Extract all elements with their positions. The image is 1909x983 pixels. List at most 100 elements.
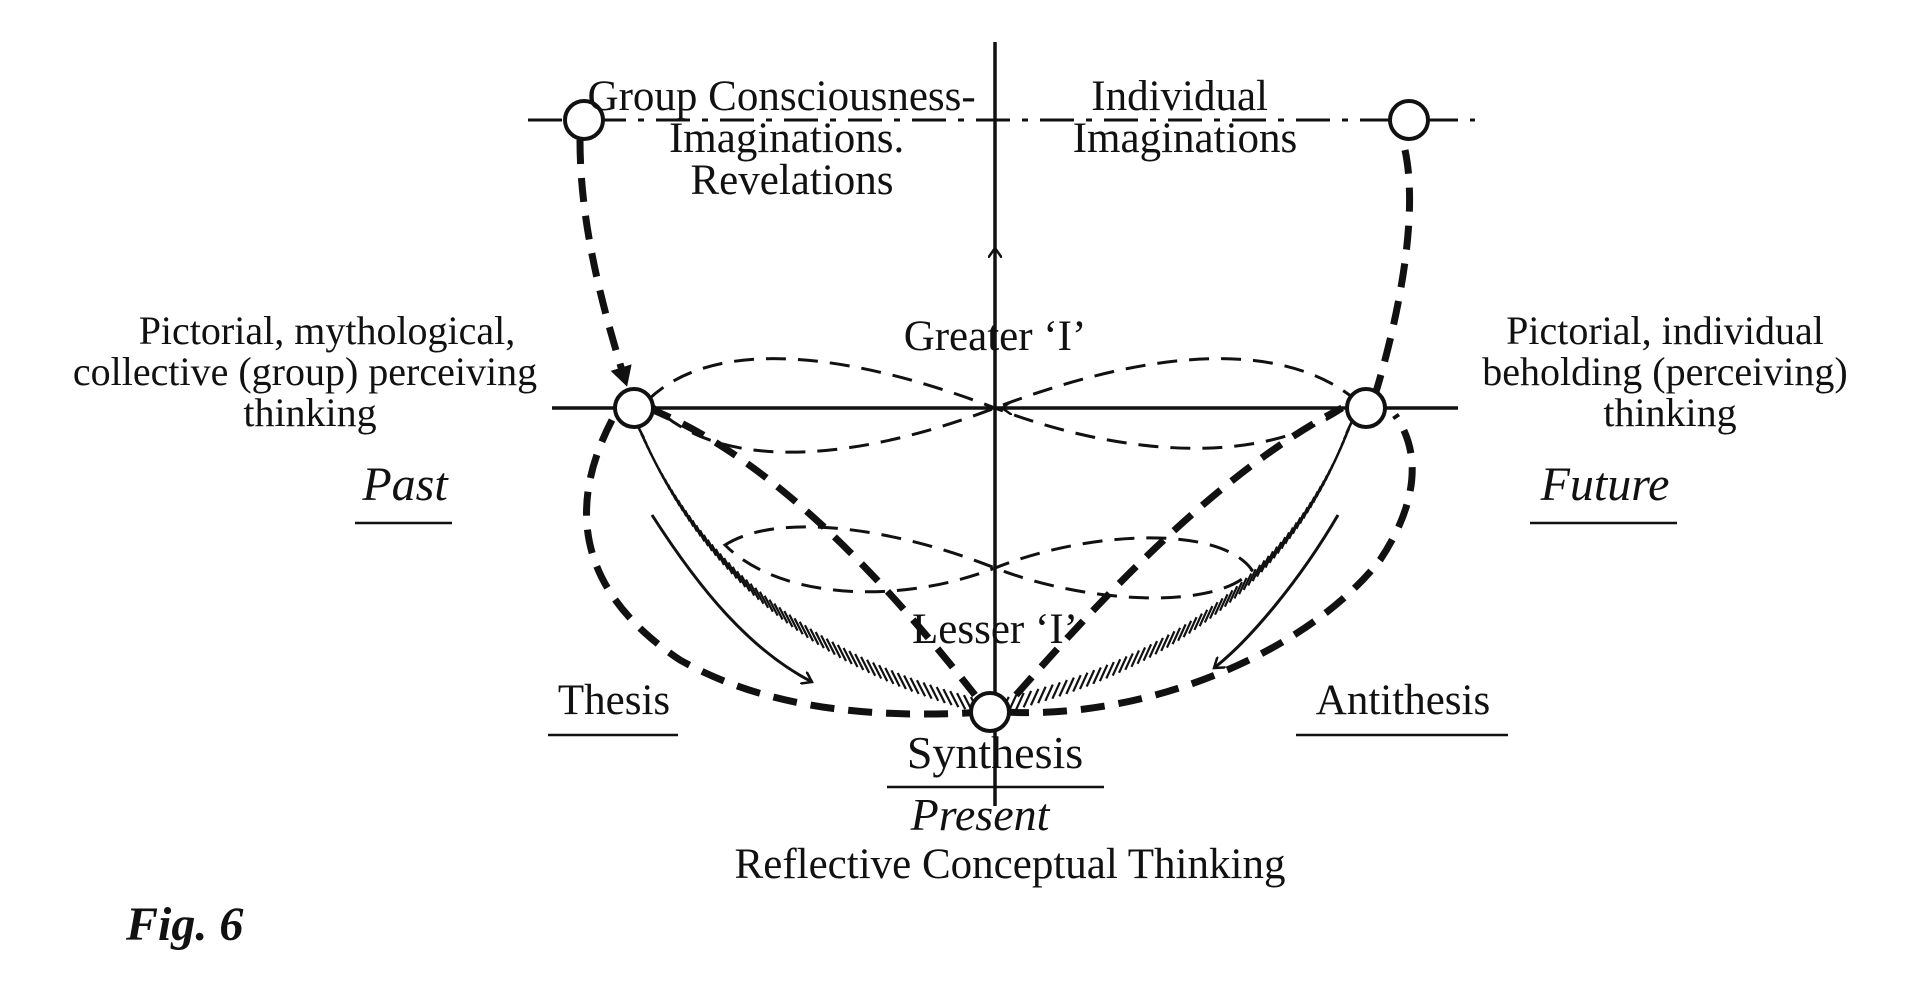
hatch-stroke	[922, 682, 933, 700]
hatch-stroke	[1214, 597, 1224, 616]
hatch-stroke	[1037, 686, 1047, 704]
hatch-stroke	[749, 583, 760, 601]
right-inner-dashed-path	[1013, 404, 1344, 698]
hatch-stroke	[1092, 667, 1102, 685]
right-hatched-band	[1000, 416, 1355, 714]
hatch-stroke	[798, 621, 809, 639]
hatch-stroke	[929, 684, 940, 702]
hatch-stroke	[1280, 531, 1291, 550]
hatch-stroke	[1219, 593, 1229, 612]
right-ascending-dashed-path	[1371, 149, 1414, 397]
top-left-label-line1: Group Consciousness-	[588, 73, 976, 120]
thesis-label: Thesis	[558, 677, 670, 724]
svg-text:Pictorial, individual beho: Pictorial, individual beholding (perceiv…	[1482, 308, 1857, 435]
hatch-stroke	[736, 570, 747, 588]
hatch-stroke	[1065, 677, 1075, 695]
hatch-stroke	[1198, 609, 1209, 627]
hatch-stroke	[935, 686, 946, 704]
hatch-stroke	[890, 669, 901, 687]
hatch-stroke	[778, 606, 789, 624]
hatch-stroke	[1160, 634, 1170, 652]
hatch-stroke	[727, 561, 738, 579]
hatch-stroke	[763, 595, 774, 613]
hatch-stroke	[1148, 640, 1159, 658]
thesis-arrow	[650, 514, 812, 682]
right-mid-label-line2: beholding (perceiving)	[1482, 349, 1847, 394]
hatch-stroke	[754, 587, 765, 605]
hatch-stroke	[903, 674, 914, 692]
hatch-stroke	[1208, 601, 1219, 620]
svg-text:Group Consciousness- Imagi: Group Consciousness- Imaginations. Revel…	[588, 73, 987, 204]
hatch-stroke	[836, 644, 848, 662]
hatch-stroke	[872, 661, 883, 680]
hatch-stroke	[1022, 690, 1033, 708]
hatch-stroke	[745, 579, 756, 597]
future-label: Future	[1540, 458, 1670, 511]
hatch-stroke	[714, 548, 725, 566]
svg-text:Individual Imaginations: Individual Imaginations	[1073, 73, 1298, 162]
hatch-stroke	[731, 566, 742, 584]
right-mid-label-line1: Pictorial, individual	[1506, 308, 1824, 353]
hatch-stroke	[740, 574, 751, 592]
hatch-stroke	[1111, 658, 1122, 677]
hatch-stroke	[896, 672, 907, 690]
hatch-stroke	[842, 647, 853, 665]
hatch-stroke	[878, 664, 889, 682]
hatch-stroke	[884, 667, 895, 685]
hatch-stroke	[1124, 653, 1134, 671]
hatch-stroke	[788, 614, 799, 632]
hatch-stroke	[909, 677, 920, 695]
top-left-label-line3: Revelations	[690, 157, 893, 204]
bottom-caption: Reflective Conceptual Thinking	[735, 841, 1286, 888]
hatch-stroke	[1264, 550, 1275, 569]
hatch-stroke	[1288, 522, 1298, 540]
hatch-stroke	[820, 634, 831, 652]
hatch-stroke	[956, 692, 967, 710]
left-descending-dashed-path	[576, 139, 632, 387]
hatch-stroke	[860, 656, 871, 674]
hatch-stroke	[1188, 616, 1198, 635]
hatch-stroke	[1171, 627, 1182, 645]
hatch-stroke	[758, 591, 770, 609]
hatch-stroke	[1105, 661, 1115, 679]
hatch-stroke	[831, 641, 842, 659]
hatch-stroke	[1044, 684, 1054, 702]
hatch-stroke	[1118, 655, 1128, 674]
hatch-stroke	[718, 552, 730, 571]
hatch-stroke	[1238, 577, 1248, 595]
hatch-stroke	[854, 653, 865, 671]
hatch-stroke	[1098, 664, 1109, 682]
hatch-stroke	[691, 519, 702, 537]
synthesis-label: Synthesis	[907, 727, 1083, 778]
hatch-stroke	[723, 557, 734, 575]
top-right-label-line1: Individual	[1091, 73, 1268, 120]
hatch-stroke	[1130, 650, 1140, 668]
hatch-stroke	[1154, 637, 1164, 655]
hatch-stroke	[1251, 564, 1262, 582]
hatch-stroke	[1291, 517, 1302, 535]
right-mid-label-line3: thinking	[1603, 390, 1736, 435]
hatch-stroke	[1276, 536, 1287, 554]
hatch-stroke	[695, 524, 706, 542]
hatch-stroke	[949, 690, 960, 708]
left-mid-label-line1: Pictorial, mythological,	[139, 308, 516, 353]
top-right-label-line2: Imaginations	[1073, 115, 1298, 162]
lower-lemniscate	[722, 525, 1254, 600]
hatch-stroke	[1223, 589, 1234, 608]
hatch-stroke	[1203, 605, 1214, 623]
hatch-stroke	[1015, 692, 1025, 710]
lesser-i-label: Lesser ‘I’	[912, 606, 1078, 653]
left-inner-dashed-path	[646, 404, 978, 698]
node-top-left	[563, 99, 605, 141]
present-label: Present	[910, 789, 1051, 840]
hatch-stroke	[915, 679, 927, 697]
hatch-stroke	[1193, 613, 1203, 631]
hatch-stroke	[706, 539, 717, 557]
hatch-stroke	[1284, 526, 1294, 545]
antithesis-arrow	[1214, 514, 1340, 668]
hatch-stroke	[1029, 688, 1040, 706]
hatch-stroke	[1142, 643, 1153, 662]
hatch-stroke	[710, 543, 721, 561]
hatch-stroke	[702, 534, 714, 552]
